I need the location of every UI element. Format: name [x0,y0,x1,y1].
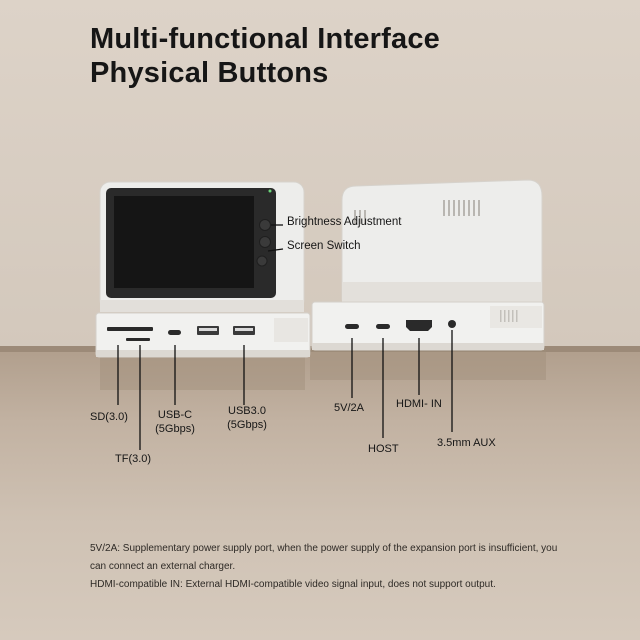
usb3-label: USB3.0 (5Gbps) [222,404,272,432]
title-line-2: Physical Buttons [90,57,329,89]
hdmi-note: HDMI-compatible IN: External HDMI-compat… [90,579,496,590]
power-port [345,324,359,329]
description-notes: 5V/2A: Supplementary power supply port, … [90,540,560,594]
power-note: 5V/2A: Supplementary power supply port, … [90,543,558,572]
power-led-icon [268,189,272,193]
screen-switch-button[interactable] [256,255,268,267]
front-device [95,181,311,390]
sd-slot [107,327,153,331]
hdmi-port [406,320,432,331]
power-5v-label: 5V/2A [334,402,364,414]
aux-label: 3.5mm AUX [437,437,496,449]
host-port [376,324,390,329]
tf-label: TF(3.0) [115,453,152,465]
brightness-adjustment-label: Brightness Adjustment [287,216,402,228]
host-label: HOST [368,443,399,455]
usb-c-port [168,330,181,335]
usb3-label-line2: (5Gbps) [227,419,267,431]
hdmi-in-label: HDMI- IN [396,398,442,410]
page-title: Multi-functional Interface Physical Butt… [90,22,440,90]
title-line-1: Multi-functional Interface [90,23,440,55]
back-device [310,179,546,380]
tf-slot [126,338,150,341]
usb-c-label-line1: USB-C [157,409,193,421]
usb-c-label: USB-C (5Gbps) [150,408,200,436]
screen-switch-label: Screen Switch [287,240,361,252]
usb-c-label-line2: (5Gbps) [155,423,195,435]
usb3-label-line1: USB3.0 [228,405,266,417]
sd-label: SD(3.0) [90,411,128,423]
shelf [0,350,640,640]
pointer-lines [117,224,453,450]
monitor-screen [114,196,254,288]
vent-grille [354,200,480,224]
brightness-button[interactable] [259,219,271,231]
aux-port [448,320,456,328]
screen-switch-button-upper[interactable] [259,236,271,248]
